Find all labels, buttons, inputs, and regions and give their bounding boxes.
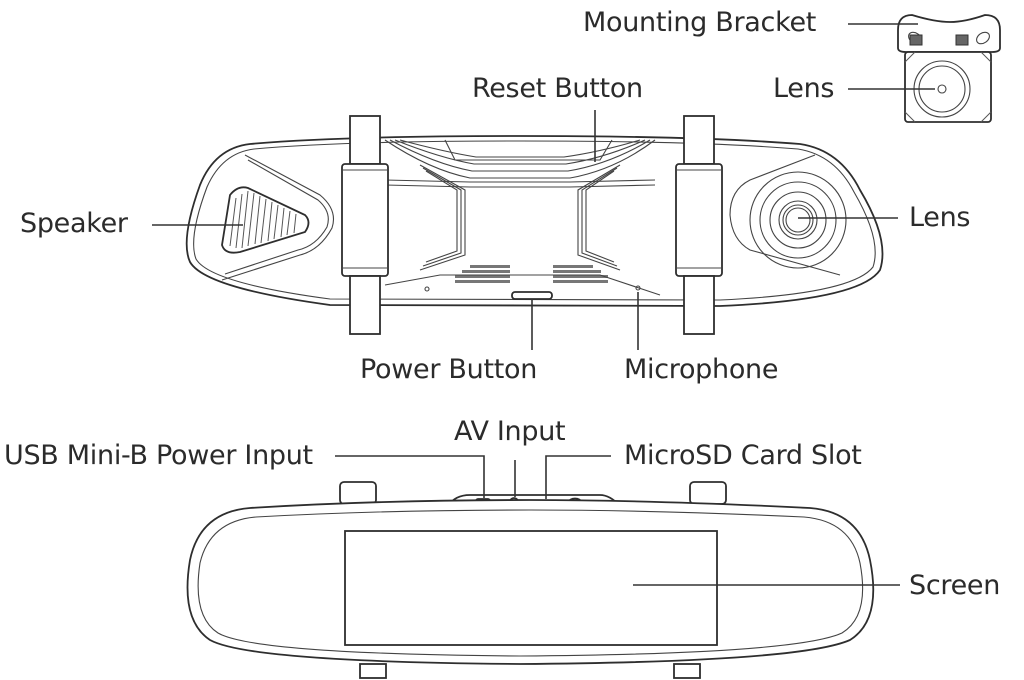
front-lens — [749, 171, 847, 269]
label-microsd-slot: MicroSD Card Slot — [624, 440, 862, 471]
label-screen: Screen — [909, 570, 1001, 601]
left-mount-strap — [341, 115, 389, 335]
label-front-lens: Lens — [909, 202, 971, 233]
label-power-button: Power Button — [360, 354, 538, 385]
speaker-grille — [221, 186, 310, 254]
label-speaker: Speaker — [20, 208, 128, 239]
mirror-front-view — [185, 115, 884, 335]
screen-area — [344, 530, 718, 646]
center-inner-channels — [419, 164, 621, 271]
right-mount-strap — [675, 115, 723, 335]
back-left-clip — [339, 481, 377, 505]
power-button-shape — [511, 291, 553, 300]
leader-microsd-slot — [545, 455, 611, 499]
rear-camera-body — [904, 51, 992, 123]
label-rear-lens: Lens — [773, 73, 835, 104]
label-mounting-bracket: Mounting Bracket — [583, 7, 817, 38]
leader-lines — [152, 23, 935, 586]
microphone-hole — [635, 285, 641, 291]
back-right-clip — [689, 481, 727, 505]
label-microphone: Microphone — [624, 354, 779, 385]
rear-camera — [897, 14, 1001, 123]
label-av-input: AV Input — [454, 416, 566, 447]
top-center-panel — [384, 139, 656, 188]
mirror-back-view — [186, 481, 875, 679]
leader-usb-input — [335, 455, 485, 498]
bottom-vents — [384, 265, 661, 296]
label-usb-input: USB Mini-B Power Input — [4, 440, 313, 471]
mounting-bracket-shape — [897, 14, 1001, 53]
label-reset-button: Reset Button — [472, 73, 643, 104]
